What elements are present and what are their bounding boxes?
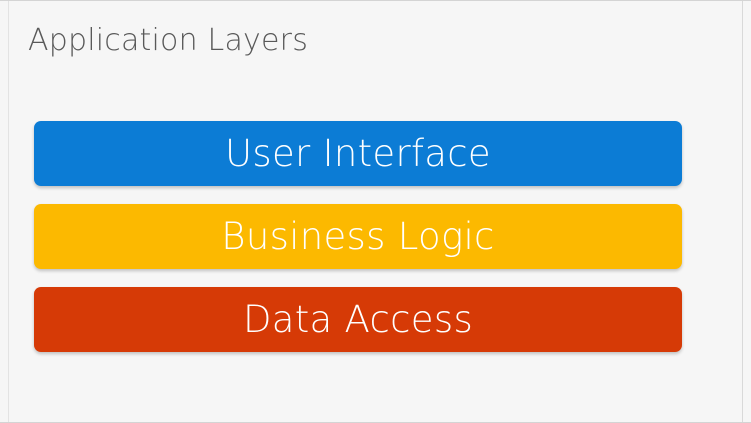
layer-label-data-access: Data Access [242, 298, 474, 341]
layer-label-user-interface: User Interface [225, 132, 491, 175]
layer-stack: User Interface Business Logic Data Acces… [34, 121, 682, 352]
right-edge-rule [742, 1, 743, 422]
layer-data-access[interactable]: Data Access [34, 287, 682, 352]
layer-label-business-logic: Business Logic [221, 215, 495, 258]
left-edge-rule [8, 1, 9, 422]
page-title: Application Layers [28, 23, 309, 58]
layer-user-interface[interactable]: User Interface [34, 121, 682, 186]
layer-business-logic[interactable]: Business Logic [34, 204, 682, 269]
